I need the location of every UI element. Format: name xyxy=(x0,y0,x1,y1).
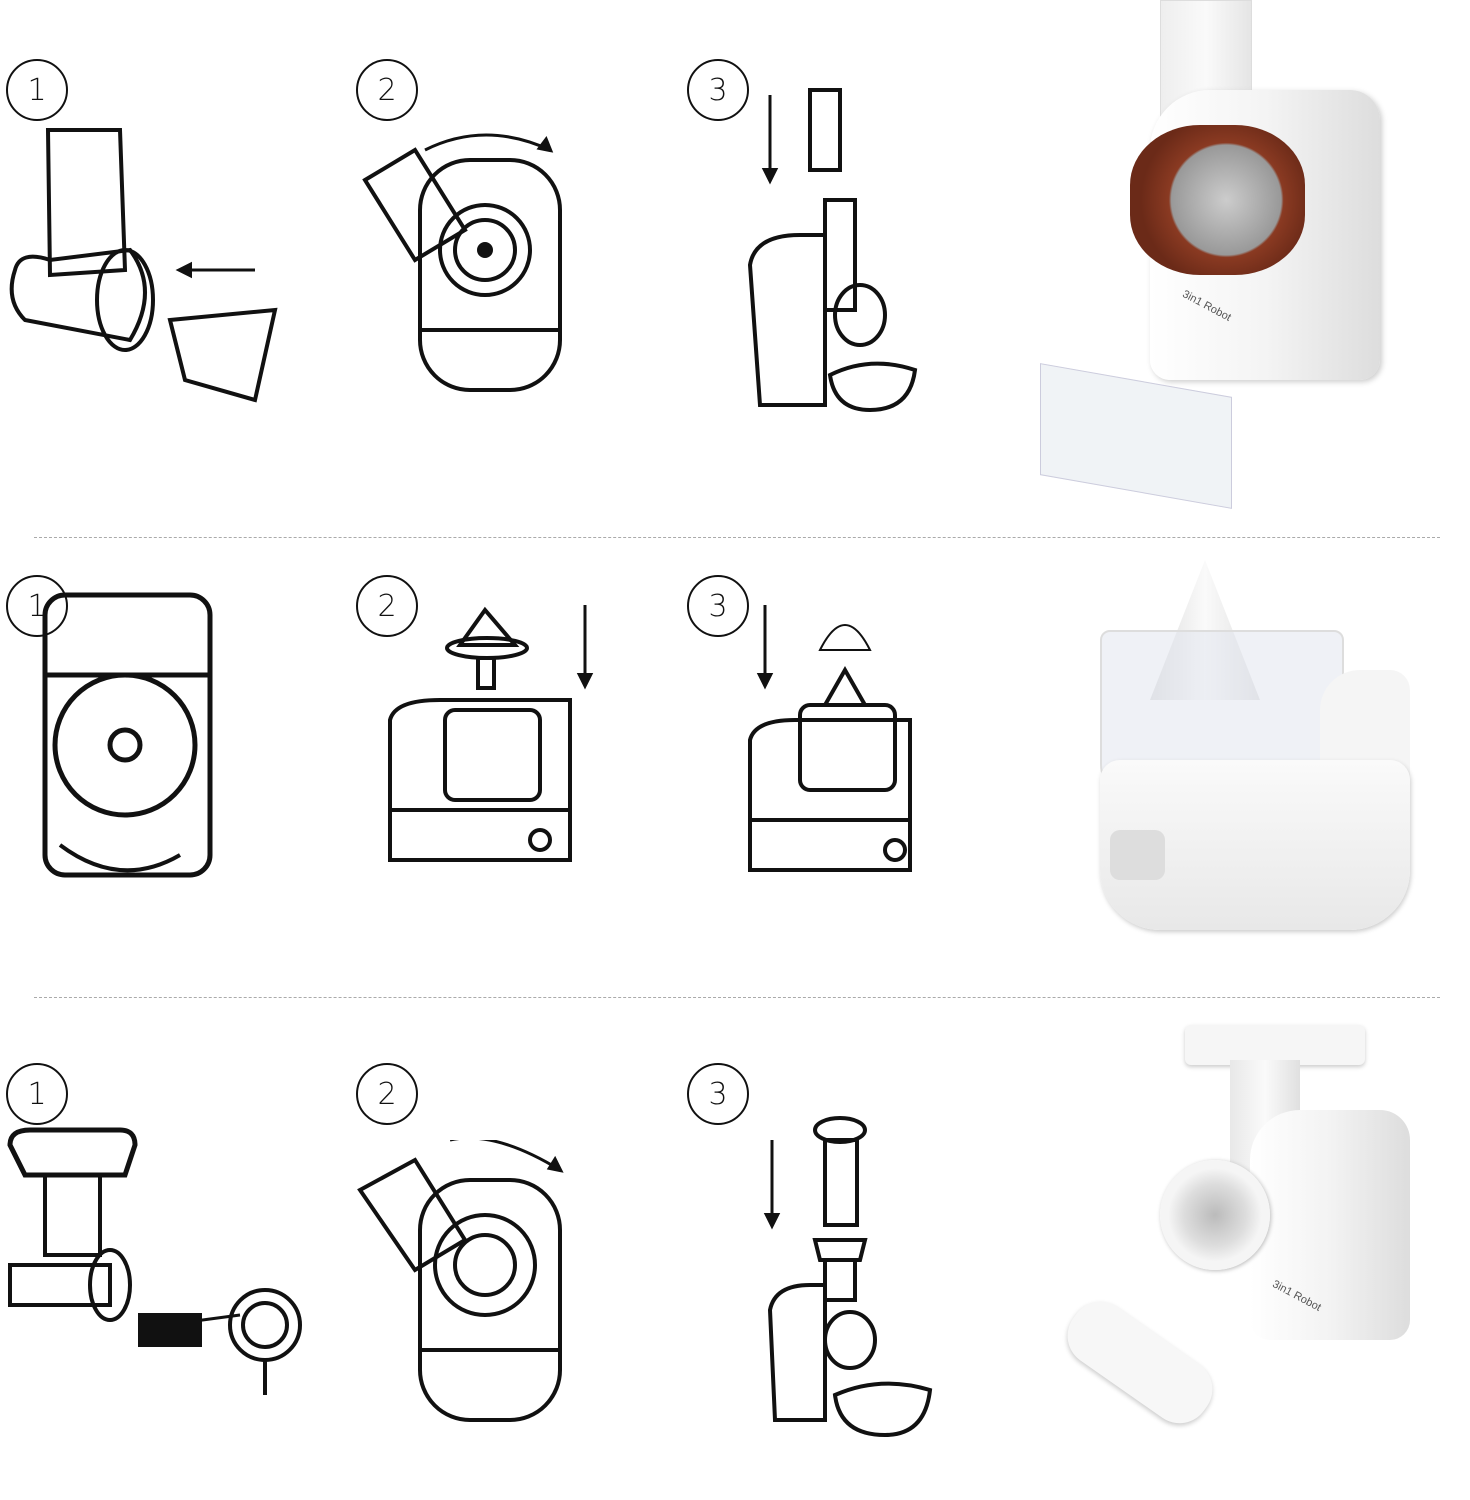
row-divider xyxy=(34,997,1440,998)
step-number-1: 1 xyxy=(6,59,68,121)
step-number-3: 3 xyxy=(687,59,749,121)
grinder-step1-illustration xyxy=(7,1127,302,1395)
grinder-product-photo: 3in1 Robot xyxy=(1050,1020,1440,1480)
step-number-2: 2 xyxy=(356,575,418,637)
juicer-step3-illustration xyxy=(748,605,912,872)
slicer-step2-illustration xyxy=(362,133,562,392)
row-divider xyxy=(34,537,1440,538)
step-number-3: 3 xyxy=(687,1063,749,1125)
step-number-2: 2 xyxy=(356,59,418,121)
slicer-step1-illustration xyxy=(9,128,278,403)
grinder-step3-illustration xyxy=(763,1116,933,1438)
slicer-step3-illustration xyxy=(747,88,918,413)
step-number-3: 3 xyxy=(687,575,749,637)
juicer-product-photo xyxy=(1090,560,1420,950)
step-number-1: 1 xyxy=(6,1063,68,1125)
grinder-step2-illustration xyxy=(357,1140,564,1422)
step-number-2: 2 xyxy=(356,1063,418,1125)
juicer-step2-illustration xyxy=(388,605,594,862)
slicer-product-photo: 3in1 Robot xyxy=(1030,0,1440,520)
step-number-1: 1 xyxy=(6,575,68,637)
juicer-step1-illustration xyxy=(42,592,213,878)
